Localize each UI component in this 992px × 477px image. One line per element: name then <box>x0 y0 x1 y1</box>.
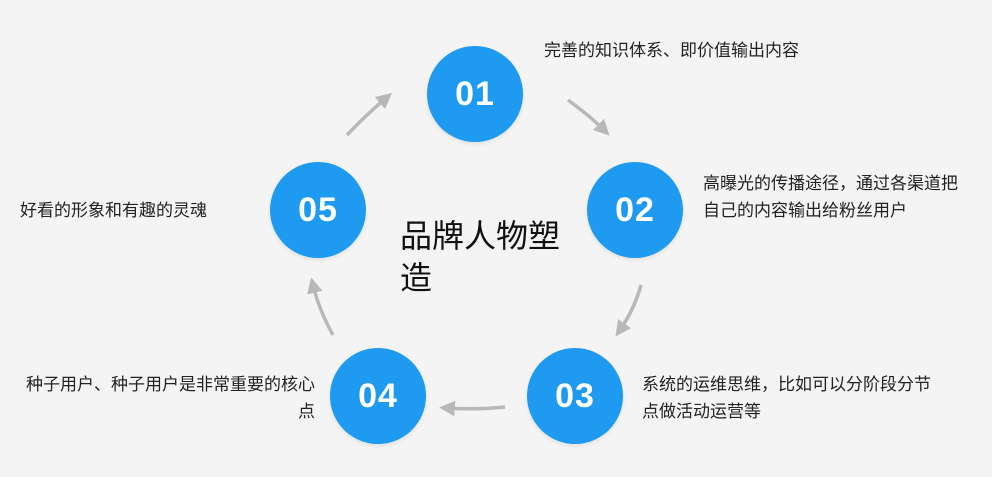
arrow-05-to-01 <box>345 92 393 137</box>
arrow-04-to-05 <box>307 277 335 336</box>
node-01: 01 <box>427 46 523 142</box>
node-04-description: 种子用户、种子用户是非常重要的核心点 <box>26 375 315 422</box>
center-title: 品牌人物塑造 <box>400 217 561 297</box>
node-01-description: 完善的知识体系、即价值输出内容 <box>544 41 799 61</box>
node-05-description: 好看的形象和有趣的灵魂 <box>20 201 207 221</box>
node-04: 04 <box>330 348 426 444</box>
node-03: 03 <box>527 348 623 444</box>
arrow-01-to-02 <box>566 98 610 136</box>
arrow-02-to-03 <box>615 284 643 337</box>
node-02-description: 高曝光的传播途径，通过各渠道把自己的内容输出给粉丝用户 <box>703 174 958 221</box>
arrow-03-to-04 <box>439 400 506 417</box>
node-05: 05 <box>270 162 366 258</box>
node-03-description: 系统的运维思维，比如可以分阶段分节点做活动运营等 <box>642 375 931 422</box>
node-02: 02 <box>587 162 683 258</box>
